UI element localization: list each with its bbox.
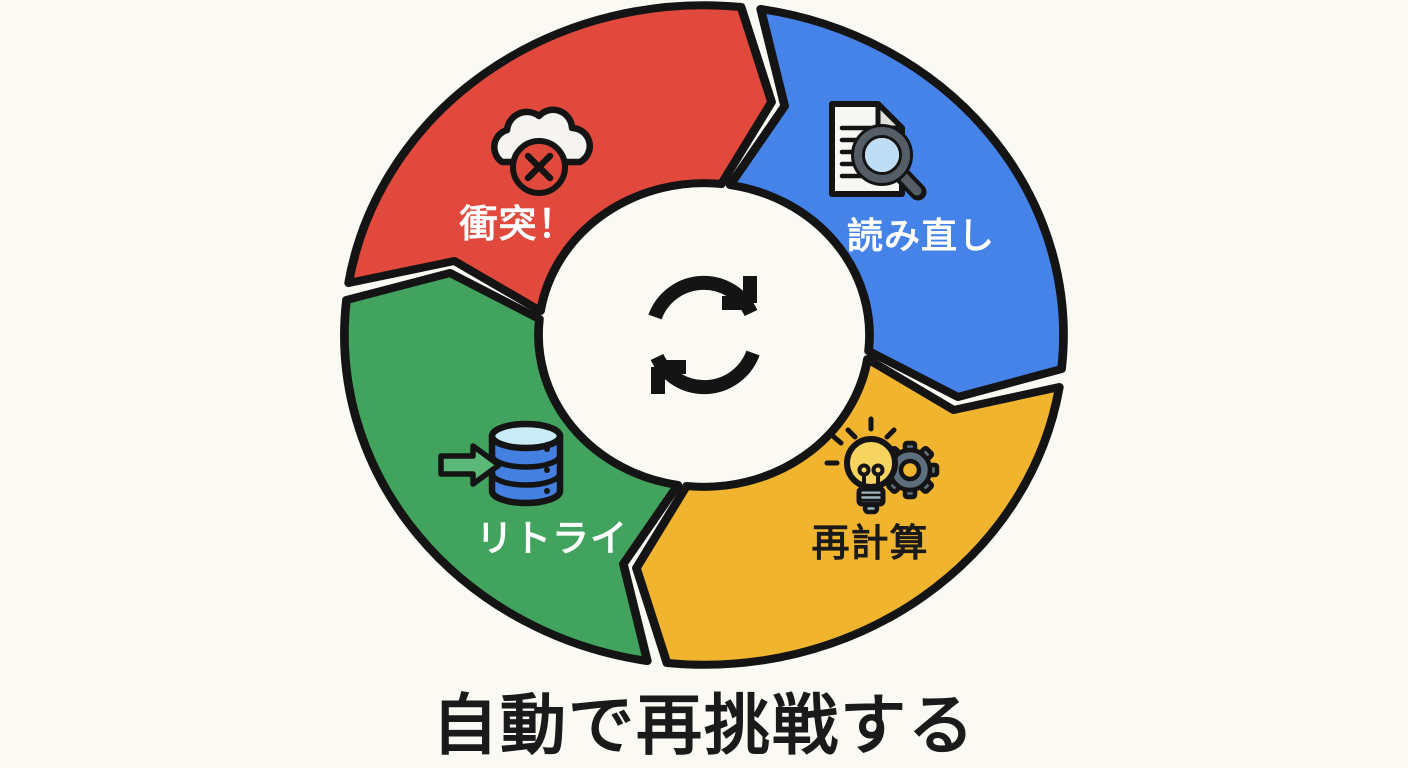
- lightbulb-gear-icon: [824, 416, 940, 515]
- bulb-glass: [844, 436, 898, 490]
- bulb-base-tip: [862, 502, 880, 515]
- refresh-bottom-arrowhead: [651, 360, 686, 394]
- gear-hole: [898, 458, 922, 482]
- cloud-error-icon: [491, 106, 593, 196]
- bulb-filament-loop-left: [857, 463, 871, 477]
- segment-label-conflict: 衝突！: [458, 204, 576, 246]
- bulb-base-lines: [859, 493, 883, 502]
- database-dot-2: [544, 467, 550, 473]
- database-arrow-icon: [438, 420, 564, 507]
- segment-recalculate-arrow: [632, 355, 1064, 669]
- segment-label-recalculate: 再計算: [811, 523, 928, 565]
- bulb-filament-loop-right: [871, 463, 885, 477]
- magnifier-rim: [854, 127, 910, 183]
- document-search-icon: [829, 101, 927, 201]
- refresh-cycle-icon: [648, 275, 760, 395]
- bulb-rays: [824, 416, 897, 466]
- segment-label-retry: リトライ: [476, 518, 628, 559]
- error-x-icon: [524, 152, 554, 182]
- insert-arrow-icon: [438, 443, 502, 487]
- segment-reread-arrow: [725, 5, 1068, 401]
- refresh-top-arrowhead: [722, 276, 757, 310]
- magnifier-lens: [865, 138, 899, 172]
- bulb-base: [856, 486, 886, 507]
- diagram-title: 自動で再挑戦する: [432, 688, 976, 762]
- database-dot-1: [544, 446, 550, 452]
- cycle-ring: [340, 1, 1068, 669]
- segment-label-reread: 読み直し: [847, 215, 995, 256]
- database-dot-3: [544, 488, 550, 494]
- database-top: [488, 420, 564, 452]
